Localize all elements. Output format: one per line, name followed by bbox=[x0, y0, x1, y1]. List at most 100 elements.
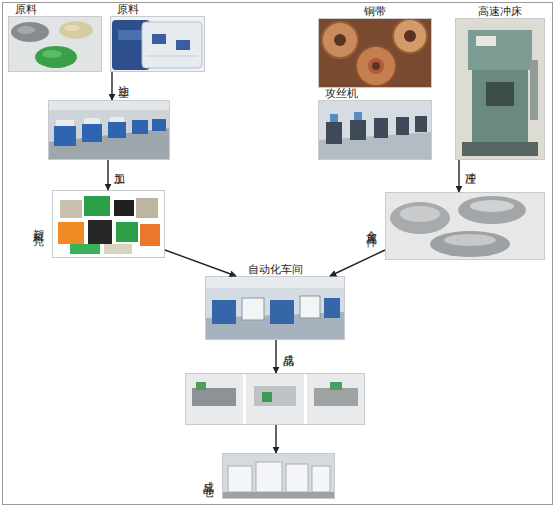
node-caption: 高速冲床 bbox=[456, 6, 544, 18]
copper-strip-photo-part bbox=[356, 46, 396, 86]
molding-workshop-photo-part bbox=[110, 117, 124, 122]
warehouse-photo-part bbox=[256, 462, 282, 492]
bag-photo-part bbox=[118, 30, 142, 40]
automated-workshop-photo-part bbox=[270, 300, 294, 324]
tapping-machine-photo-part bbox=[374, 118, 388, 138]
automated-workshop-photo-part bbox=[205, 276, 345, 288]
warehouse-photo-part bbox=[228, 466, 252, 492]
bag-photo-part bbox=[176, 40, 190, 50]
node-caption: 铜带 bbox=[319, 6, 431, 18]
plastic-shell-photo bbox=[52, 190, 165, 258]
warehouse-photo-part bbox=[312, 466, 330, 492]
tapping-machine-photo-part bbox=[415, 116, 427, 132]
warehouse-photo-part bbox=[286, 464, 308, 492]
metal-parts-photo bbox=[385, 192, 545, 260]
plastic-shell-box: 塑料壳 bbox=[52, 190, 165, 258]
copper-strip-photo-part bbox=[334, 34, 346, 46]
plastic-shell-photo-part bbox=[140, 224, 160, 246]
node-caption: 塑料壳 bbox=[32, 220, 44, 229]
molding-workshop-box bbox=[48, 100, 170, 160]
press-machine-photo-box: 高速冲床 bbox=[455, 18, 545, 160]
molding-workshop-photo-part bbox=[48, 100, 170, 110]
plastic-shell-photo-part bbox=[104, 244, 132, 254]
press-machine-photo bbox=[455, 18, 545, 160]
press-machine-photo-part bbox=[472, 70, 528, 142]
metal-parts-box: 金属件 bbox=[385, 192, 545, 260]
warehouse-photo-part bbox=[222, 453, 335, 499]
finished-product-photo bbox=[185, 373, 365, 425]
plastic-shell-photo-part bbox=[60, 200, 82, 218]
molding-workshop-photo-part bbox=[82, 124, 102, 142]
flow-arrow bbox=[275, 340, 276, 373]
plastic-shell-photo-part bbox=[58, 222, 84, 244]
copper-strip-photo-box: 铜带 bbox=[318, 18, 432, 88]
tapping-machine-photo-box: 攻丝机 bbox=[318, 100, 432, 160]
copper-strip-photo bbox=[318, 18, 432, 88]
finished-product-photo-part bbox=[246, 373, 304, 425]
raw-material-photo: 原料 bbox=[8, 16, 102, 72]
plastic-shell-photo-part bbox=[114, 200, 134, 216]
finished-product-photo-part bbox=[262, 392, 272, 402]
plastic-shell-photo-part bbox=[116, 222, 138, 242]
flow-arrow bbox=[111, 72, 112, 100]
pellet-photo-part bbox=[11, 22, 49, 42]
automated-workshop-photo bbox=[205, 276, 345, 340]
press-machine-photo-part bbox=[476, 36, 496, 46]
plastic-shell-photo-part bbox=[88, 220, 112, 244]
copper-strip-photo-part bbox=[404, 30, 416, 42]
bag-photo bbox=[110, 16, 205, 72]
finished-product-photo-part bbox=[185, 373, 243, 425]
bag-photo-part bbox=[146, 56, 198, 57]
metal-parts-photo-part bbox=[385, 192, 545, 260]
bag-photo-part bbox=[152, 34, 166, 44]
node-caption: 原料 bbox=[15, 4, 37, 16]
flow-arrow bbox=[107, 160, 108, 190]
molding-workshop-photo bbox=[48, 100, 170, 160]
plastic-shell-photo-part bbox=[136, 198, 158, 218]
finished-product-photo-part bbox=[192, 388, 236, 406]
tapping-machine-photo-part bbox=[396, 117, 409, 135]
pellet-photo-part bbox=[42, 50, 62, 58]
press-machine-photo-part bbox=[468, 30, 532, 70]
pellet-photo-part bbox=[17, 26, 35, 34]
automated-workshop-photo-part bbox=[300, 296, 320, 318]
copper-strip-photo-part bbox=[368, 58, 384, 74]
press-machine-photo-part bbox=[530, 60, 538, 120]
metal-parts-photo-part bbox=[470, 200, 514, 212]
finished-product-photo-part bbox=[196, 382, 206, 390]
finished-product-box bbox=[185, 373, 365, 425]
node-caption: 原料 bbox=[117, 4, 139, 16]
metal-parts-photo-part bbox=[400, 206, 440, 222]
pellet-photo-part bbox=[64, 25, 80, 31]
copper-strip-photo-part bbox=[322, 22, 358, 58]
bag-photo-part bbox=[142, 22, 202, 68]
warehouse-box: 成品仓 bbox=[222, 453, 335, 499]
warehouse-photo bbox=[222, 453, 335, 499]
molding-workshop-photo-part bbox=[48, 100, 170, 160]
raw-material-photo: 原料 bbox=[110, 16, 205, 72]
tapping-machine-photo-part bbox=[330, 114, 338, 122]
automated-workshop-photo-part bbox=[205, 276, 345, 340]
metal-parts-photo-part bbox=[458, 196, 526, 224]
press-machine-photo-part bbox=[486, 82, 514, 106]
plastic-shell-photo-part bbox=[70, 244, 100, 254]
molding-workshop-photo-part bbox=[84, 118, 100, 124]
pellet-photo-part bbox=[59, 21, 93, 39]
molding-workshop-photo-part bbox=[152, 119, 166, 131]
flow-arrow bbox=[330, 250, 385, 276]
plastic-shell-photo-part bbox=[84, 196, 110, 216]
tapping-machine-photo bbox=[318, 100, 432, 160]
automated-workshop-photo-part bbox=[212, 300, 236, 324]
tapping-machine-photo-part bbox=[318, 100, 432, 160]
finished-product-photo-part bbox=[254, 386, 296, 406]
edge-label: 冲压 bbox=[464, 163, 476, 167]
pellet-photo-part bbox=[35, 46, 77, 68]
finished-product-photo-part bbox=[314, 388, 358, 406]
edge-label: 成品 bbox=[282, 345, 294, 349]
metal-parts-photo-part bbox=[444, 234, 496, 246]
tapping-machine-photo-part bbox=[354, 112, 362, 120]
molding-workshop-photo-part bbox=[54, 126, 76, 146]
